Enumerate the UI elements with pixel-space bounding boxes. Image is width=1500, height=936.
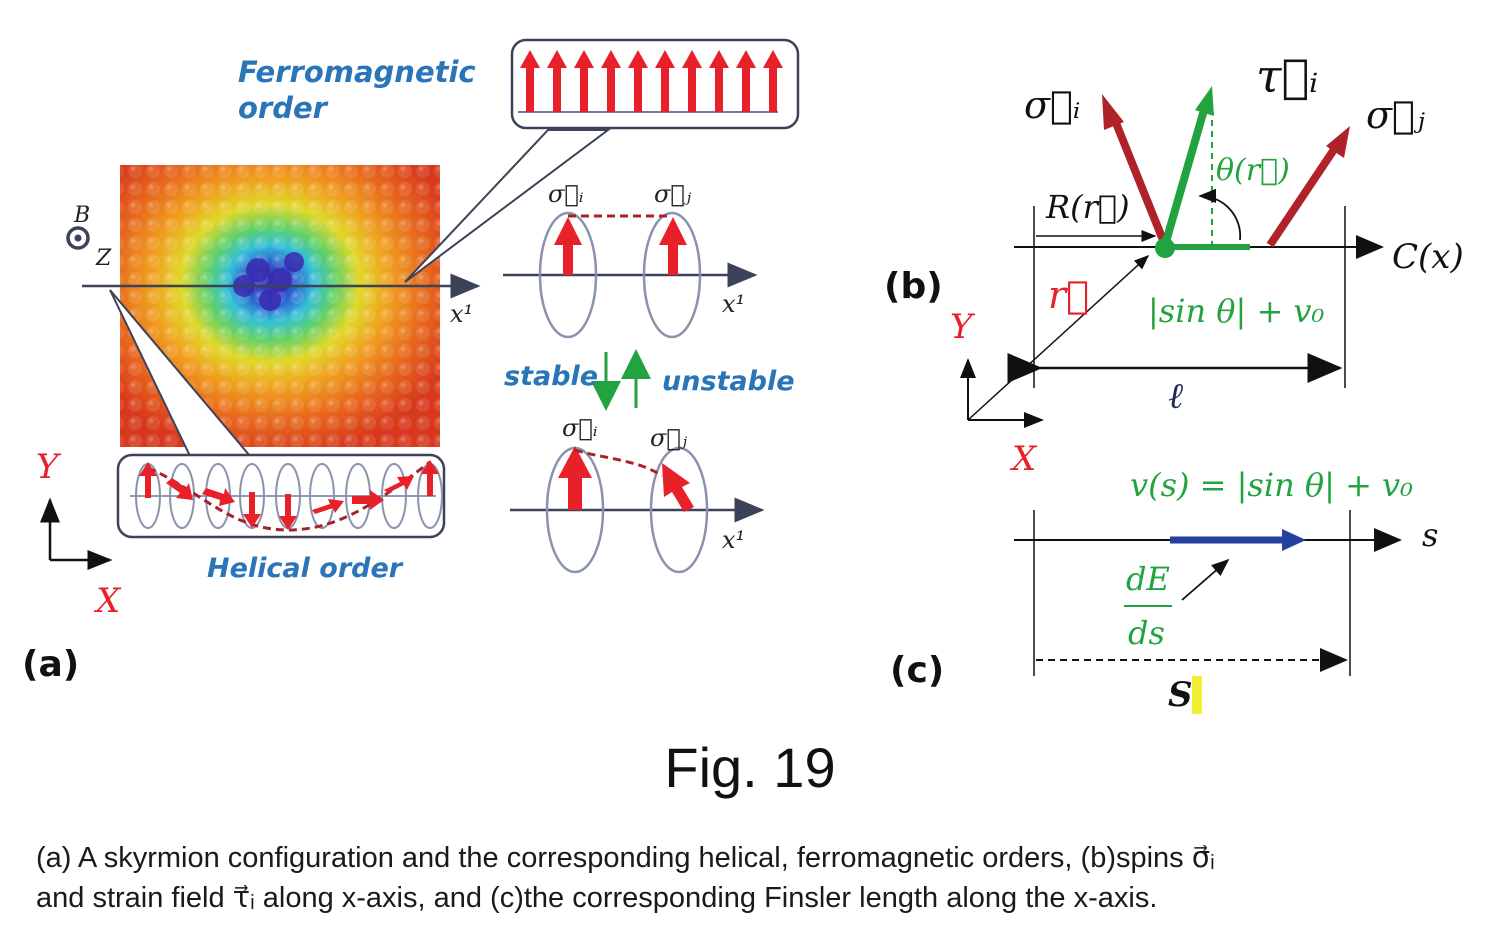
helical-arrows (139, 460, 439, 530)
b-label: B (73, 203, 90, 228)
x-label-b: X (1009, 439, 1038, 479)
y-label-b: Y (950, 307, 976, 347)
helical-label: Helical order (207, 553, 404, 584)
tau-i-label: τ⃗ᵢ (1256, 49, 1318, 103)
x1-label-unstable: x¹ (722, 526, 745, 554)
sin-expr-label: |sin θ| + v₀ (1148, 292, 1325, 330)
sigma-j-unstable: σ⃗ⱼ (650, 424, 688, 452)
panel-a: B Z x¹ Ferromagnetic order (22, 38, 800, 685)
figure-caption: (a) A skyrmion configuration and the cor… (36, 838, 1476, 918)
panel-b-label: (b) (884, 266, 943, 307)
ferromagnetic-label-2: order (238, 91, 329, 125)
ell-label: ℓ (1168, 376, 1183, 417)
stable-spin-pair: σ⃗ᵢ σ⃗ⱼ x¹ (503, 180, 758, 339)
panel-c: v(s) = |sin θ| + v₀ s dE ds S (c) (890, 466, 1438, 715)
stable-label: stable (504, 361, 598, 392)
caption-line-1: (a) A skyrmion configuration and the cor… (36, 842, 1215, 874)
b-field-symbol (66, 226, 90, 250)
helical-wave (147, 460, 431, 532)
unstable-spin-pair: σ⃗ᵢ σ⃗ⱼ x¹ (510, 414, 765, 574)
s-highlight (1192, 676, 1202, 714)
ferro-callout (404, 129, 612, 283)
sigma-i-unstable: σ⃗ᵢ (562, 414, 598, 442)
sigma-i-stable: σ⃗ᵢ (548, 180, 584, 208)
r-vector-label: r⃗ (1048, 273, 1089, 317)
z-label: Z (95, 246, 112, 271)
v-expr-label: v(s) = |sin θ| + v₀ (1130, 466, 1413, 504)
theta-label: θ(r⃗) (1216, 153, 1290, 188)
x1-label-a: x¹ (450, 300, 473, 328)
cx-label: C(x) (1392, 237, 1464, 277)
panel-a-label: (a) (22, 644, 79, 685)
unstable-label: unstable (662, 366, 795, 397)
sigma-i-label-b: σ⃗ᵢ (1024, 83, 1080, 127)
figure-number: Fig. 19 (664, 736, 836, 799)
y-label-a: Y (36, 447, 62, 487)
sigma-j-stable: σ⃗ⱼ (654, 180, 692, 208)
s-total-label: S (1168, 675, 1193, 715)
r-of-r-label: R(r⃗) (1045, 188, 1130, 226)
ds-label: ds (1128, 614, 1165, 652)
caption-line-2: and strain field τ⃗ᵢ along x-axis, and (… (36, 882, 1158, 914)
ferro-arrows (520, 50, 783, 112)
s-axis-label: s (1422, 516, 1438, 554)
skyrmion-core (233, 252, 304, 311)
sigma-j-label-b: σ⃗ⱼ (1366, 93, 1425, 137)
x-label-a: X (93, 581, 122, 621)
panel-c-label: (c) (890, 650, 944, 691)
ferromagnetic-label-1: Ferromagnetic (238, 55, 476, 89)
x1-label-stable: x¹ (722, 290, 745, 318)
panel-b: C(x) R(r⃗) ℓ σ⃗ᵢ τ⃗ᵢ σ⃗ⱼ θ(r⃗) |sin θ| +… (884, 49, 1464, 479)
de-label: dE (1126, 560, 1170, 598)
